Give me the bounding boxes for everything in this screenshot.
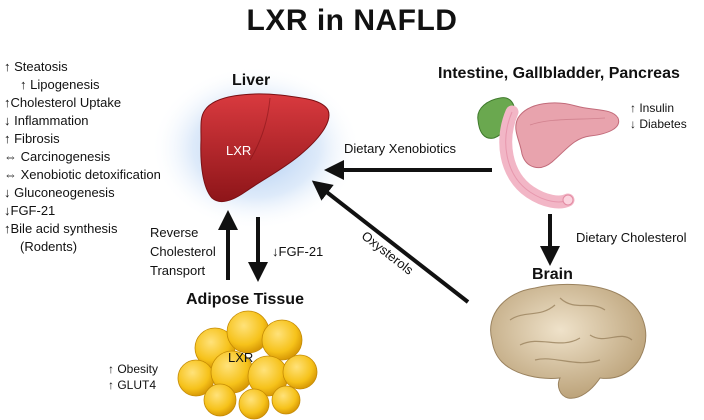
adipose-heading: Adipose Tissue [186,291,304,308]
adipose-cluster [177,310,318,420]
adipose-lxr-label: LXR [228,350,254,365]
intestine-effect: ↓ Diabetes [630,117,687,131]
arrow-oxysterols [311,180,470,304]
dietary-xenobiotics-label: Dietary Xenobiotics [344,141,456,156]
pancreas-organ [515,102,620,169]
liver-effect: ↓ Gluconeogenesis [4,185,115,200]
liver-effect: (Rodents) [20,239,78,254]
liver-lxr-label: LXR [226,143,252,158]
intestine-effect: ↑ Insulin [630,101,675,115]
diagram-title: LXR in NAFLD [246,4,458,37]
liver-effect: ↑ Fibrosis [4,131,60,146]
liver-effect: ↑ Steatosis [4,59,68,74]
liver-heading: Liver [232,72,271,89]
liver-effect: ↓ Inflammation [4,113,89,128]
brain-organ [490,283,647,399]
brain-heading: Brain [532,266,573,283]
liver-effect: ↑ Lipogenesis [20,77,100,92]
liver-effect: ↑Cholesterol Uptake [4,95,122,110]
liver-effect: ⇔ Carcinogenesis [4,149,111,164]
reverse-transport-label-line: Cholesterol [150,244,216,259]
adipose-effect: ↑ GLUT4 [108,378,157,392]
intestine-heading: Intestine, Gallbladder, Pancreas [438,65,680,82]
liver-organ [200,93,330,203]
liver-effect: ⇔ Xenobiotic detoxification [4,167,161,182]
reverse-transport-label-line: Transport [150,263,206,278]
liver-effect: ↑Bile acid synthesis [4,221,118,236]
fgf21-label: ↓FGF-21 [272,244,324,259]
adipose-effect: ↑ Obesity [108,362,159,376]
reverse-transport-label-line: Reverse [150,225,199,240]
dietary-cholesterol-label: Dietary Cholesterol [576,230,687,245]
liver-effect: ↓FGF-21 [4,203,56,218]
